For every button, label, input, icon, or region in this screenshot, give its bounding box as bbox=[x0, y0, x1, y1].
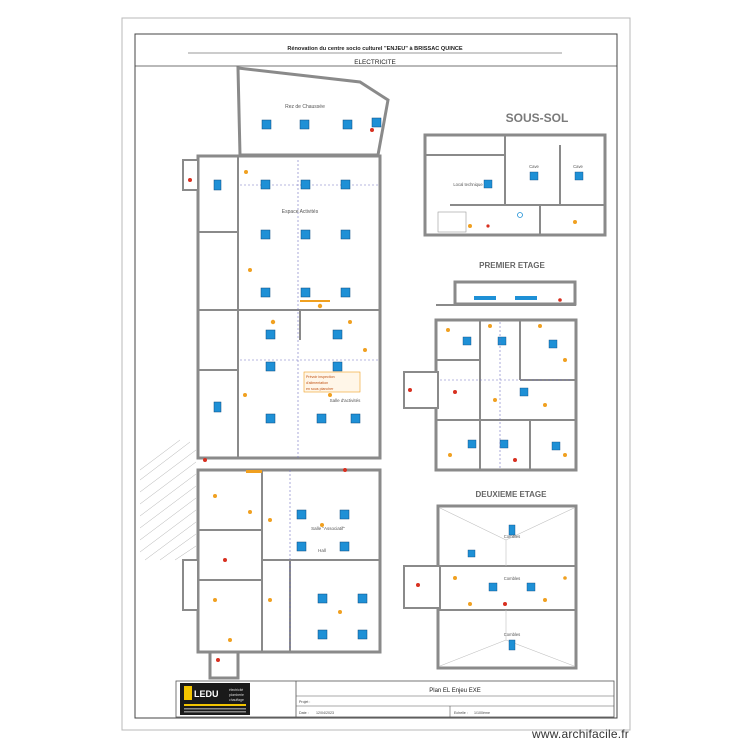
ground-annotation-line-2: d'alimentation bbox=[306, 381, 328, 385]
ground-electrical-symbols bbox=[188, 128, 374, 662]
ground-bottom-stub bbox=[208, 650, 240, 680]
project-title: Rénovation du centre socio culturel "ENJ… bbox=[287, 46, 463, 52]
basement-title: SOUS-SOL bbox=[506, 111, 569, 125]
company-tagline-3: chauffage bbox=[229, 698, 244, 702]
second-floor-label-combles-1: Combles bbox=[504, 534, 521, 539]
field-scale-value: 1/100ème bbox=[474, 711, 490, 715]
second-floor-title: DEUXIEME ETAGE bbox=[476, 490, 548, 499]
company-tagline-2: plomberie bbox=[229, 693, 244, 697]
second-floor-outline bbox=[436, 504, 578, 670]
ground-annotation-line-1: Prévoir inspection bbox=[306, 375, 335, 379]
second-floor-label-combles-3: Combles bbox=[504, 632, 521, 637]
first-floor-top-wing bbox=[453, 280, 577, 306]
sheet-subtitle: ELECTRICITE bbox=[354, 59, 396, 66]
ground-annotation-line-3: en sous plancher bbox=[306, 387, 334, 391]
ground-top-block bbox=[236, 66, 390, 157]
first-floor-plan: PREMIER ETAGE bbox=[403, 261, 578, 472]
room-label-hall: Hall bbox=[318, 548, 326, 553]
field-date-label: Date : bbox=[299, 711, 309, 715]
field-scale-label: Echelle : bbox=[454, 711, 468, 715]
room-label-rdc: Rez de Chaussée bbox=[285, 104, 325, 110]
drawing-frame bbox=[134, 33, 618, 719]
company-name: LEDU bbox=[194, 689, 219, 699]
second-floor-plan: DEUXIEME ETAGE Combles Combles Combles bbox=[403, 490, 578, 670]
ground-left-notch-2 bbox=[182, 559, 199, 611]
second-floor-stair-block bbox=[403, 565, 441, 609]
plan-name: Plan EL Enjeu EXE bbox=[429, 688, 480, 694]
ground-left-notch bbox=[182, 159, 199, 191]
basement-label-cave-1: Cave bbox=[529, 164, 539, 169]
watermark-text: www.archifacile.fr bbox=[532, 727, 629, 741]
basement-label-local-technique: Local technique bbox=[453, 182, 483, 187]
ground-main-block bbox=[196, 154, 382, 460]
logo-bulb-icon bbox=[184, 686, 192, 700]
room-label-salle-associatif: Salle "Associatif" bbox=[311, 526, 345, 531]
first-floor-title: PREMIER ETAGE bbox=[479, 261, 545, 270]
room-label-espace-activites: Espace Activités bbox=[282, 209, 319, 215]
title-block: LEDU électricité plomberie chauffage Pla… bbox=[175, 680, 615, 718]
field-date-value: 12/04/2023 bbox=[316, 711, 334, 715]
ground-floor-plan: Prévoir inspection d'alimentation en sou… bbox=[139, 66, 390, 680]
company-tagline-1: électricité bbox=[229, 688, 243, 692]
second-floor-label-combles-2: Combles bbox=[504, 576, 521, 581]
ground-light-fixtures bbox=[213, 117, 382, 640]
basement-outline bbox=[423, 133, 607, 237]
basement-label-cave-2: Cave bbox=[573, 164, 583, 169]
basement-plan: SOUS-SOL Local technique Cave Cave bbox=[423, 111, 607, 237]
ground-annotation-box bbox=[303, 371, 361, 393]
field-projet-label: Projet : bbox=[299, 700, 310, 704]
ground-hatched-area bbox=[139, 439, 197, 561]
room-label-salle-activites: Salle d'activités bbox=[330, 398, 362, 403]
